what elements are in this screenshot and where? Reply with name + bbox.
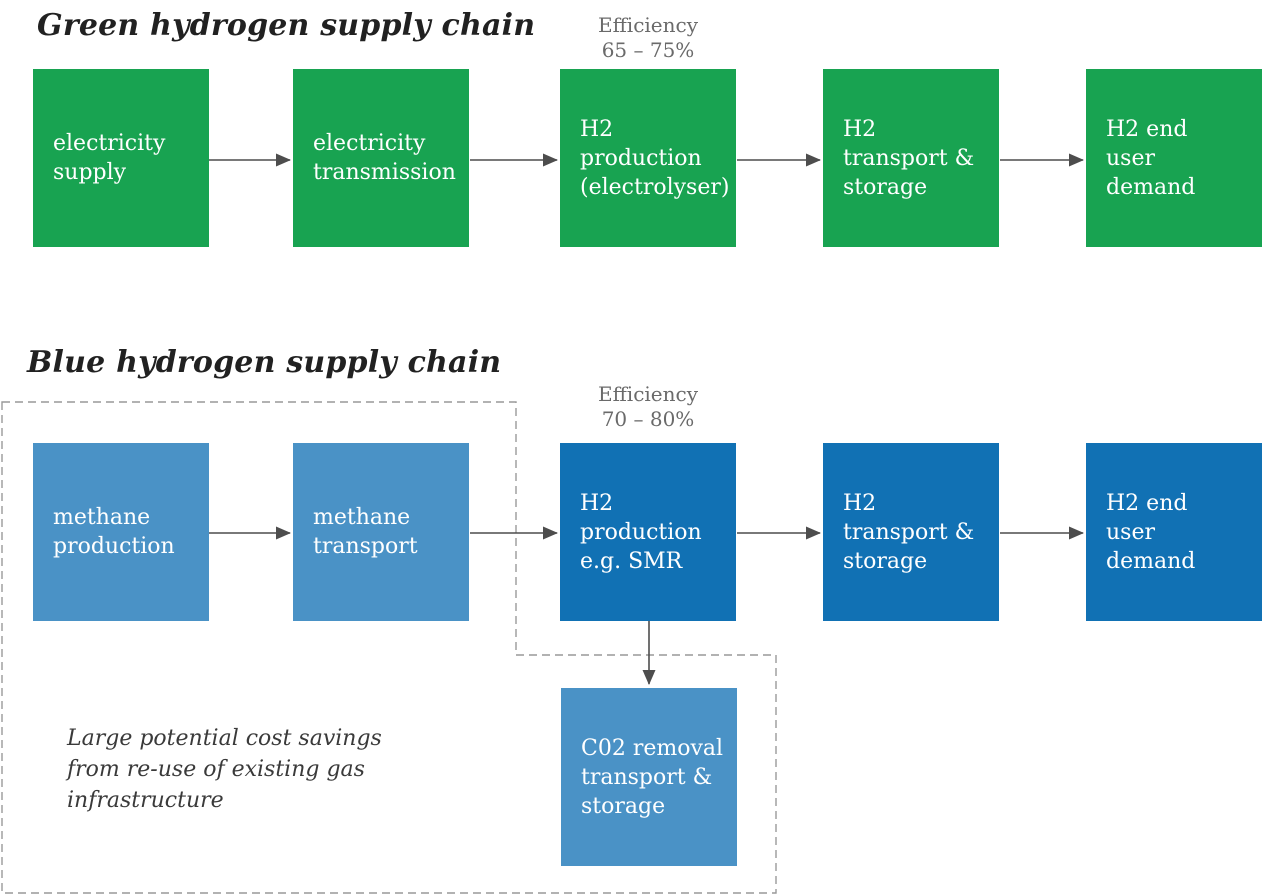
box-h2-production-smr: H2 production e.g. SMR xyxy=(560,443,736,621)
green-efficiency-label: Efficiency xyxy=(597,13,699,37)
box-methane-transport: methane transport xyxy=(293,443,469,621)
box-electricity-transmission: electricity transmission xyxy=(293,69,469,247)
blue-chain-title: Blue hydrogen supply chain xyxy=(27,345,502,380)
blue-efficiency: Efficiency 70 – 80% xyxy=(538,382,758,432)
box-h2-transport-storage-blue: H2 transport & storage xyxy=(823,443,999,621)
box-co2-removal-transport-storage: C02 removal transport & storage xyxy=(561,688,737,866)
green-efficiency: Efficiency 65 – 75% xyxy=(538,13,758,63)
blue-efficiency-label: Efficiency xyxy=(597,382,699,406)
cost-savings-note: Large potential cost savings from re-use… xyxy=(67,726,382,813)
box-h2-production-electrolyser: H2 production (electrolyser) xyxy=(560,69,736,247)
box-electricity-supply: electricity supply xyxy=(33,69,209,247)
box-h2-end-user-demand-green: H2 end user demand xyxy=(1086,69,1262,247)
box-h2-end-user-demand-blue: H2 end user demand xyxy=(1086,443,1262,621)
box-methane-production: methane production xyxy=(33,443,209,621)
box-h2-transport-storage-green: H2 transport & storage xyxy=(823,69,999,247)
green-chain-title: Green hydrogen supply chain xyxy=(37,8,536,43)
blue-efficiency-value: 70 – 80% xyxy=(601,407,695,431)
green-efficiency-value: 65 – 75% xyxy=(601,38,695,62)
